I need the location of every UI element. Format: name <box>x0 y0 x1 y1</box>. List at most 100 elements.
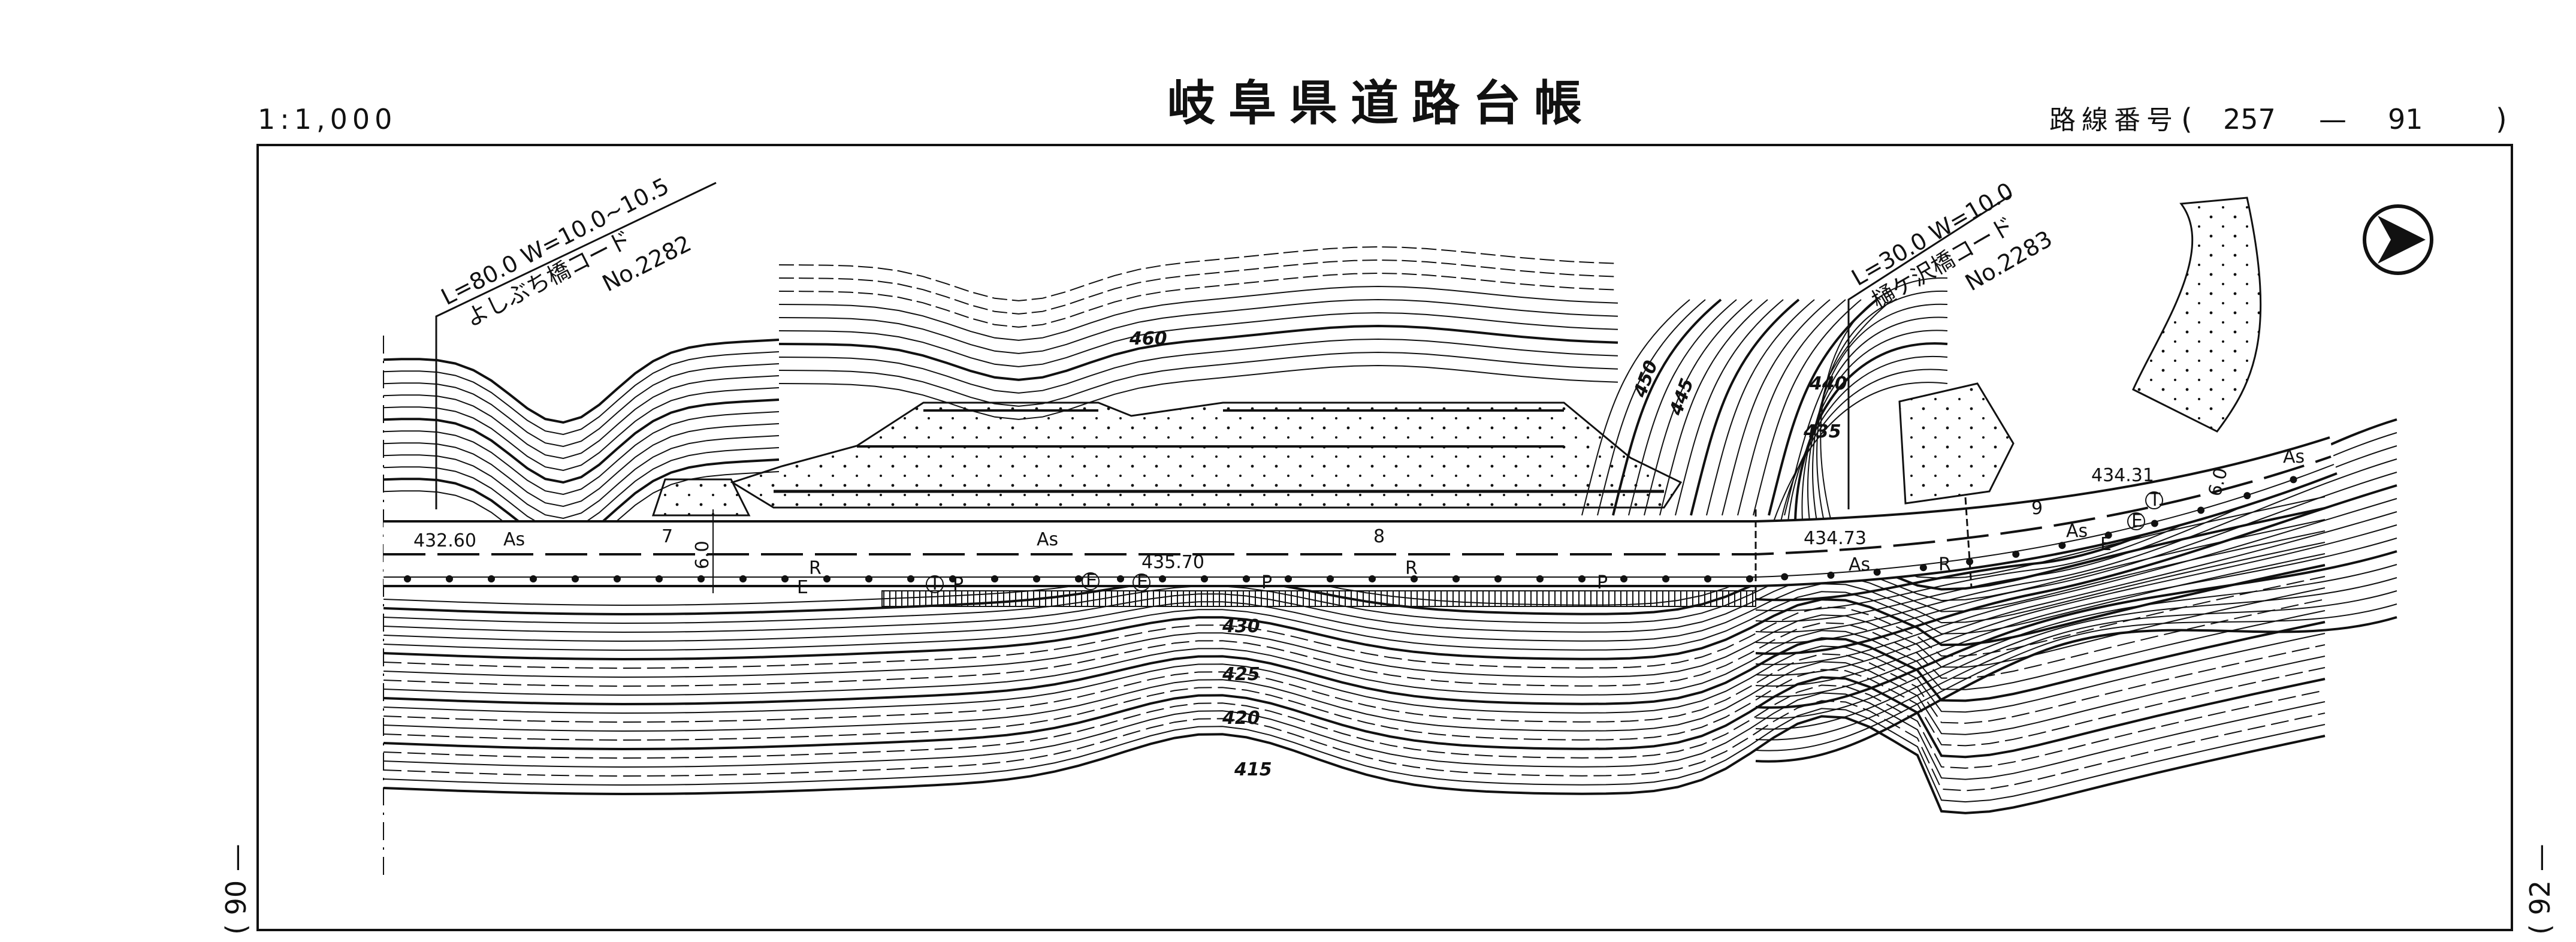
contour-line <box>383 667 2326 747</box>
roadside-marker <box>1369 575 1376 582</box>
roadside-marker <box>1243 575 1250 582</box>
contour-line <box>778 351 1618 407</box>
map-frame <box>256 144 2513 931</box>
roadside-marker <box>656 575 663 582</box>
pole-mark: P <box>953 574 964 595</box>
contour-line <box>1690 298 1800 516</box>
roadside-marker <box>781 575 789 582</box>
retaining-wall-mark: R <box>1938 554 1951 575</box>
contour-line <box>383 684 2326 769</box>
roadside-marker <box>1411 575 1418 582</box>
retaining-wall-mark: R <box>809 558 822 579</box>
adjacent-sheet-right: ( 92 — <box>2524 844 2556 935</box>
roadside-marker <box>1578 575 1586 582</box>
roadside-marker <box>614 575 621 582</box>
svg-text:E: E <box>1137 572 1148 593</box>
roadside-marker <box>1117 575 1124 582</box>
contour-line <box>1755 472 2397 644</box>
route-dash: — <box>2319 103 2347 135</box>
route-close-paren: ) <box>2496 102 2507 136</box>
surface-label: As <box>2066 521 2088 542</box>
contour-line <box>383 633 2326 714</box>
contour-line <box>383 398 780 484</box>
contour-line <box>1753 299 1862 516</box>
road-labels: 432.60 As 7 6.0 R E As 435.70 8 R P P P … <box>413 446 2305 598</box>
surface-label: As <box>2283 446 2305 467</box>
roadside-marker <box>2151 520 2158 527</box>
route-open-paren: ( <box>2181 102 2193 136</box>
route-number: 257 <box>2223 103 2276 135</box>
contour-label-425: 425 <box>1222 664 1260 685</box>
roadside-marker <box>1159 575 1166 582</box>
roadside-marker <box>1327 575 1334 582</box>
contour-lines <box>383 246 2397 814</box>
contour-line <box>1780 369 1948 522</box>
roadside-marker <box>739 575 747 582</box>
route-label: 路線番号 <box>2049 105 2179 135</box>
sheet-number: 91 <box>2388 103 2423 135</box>
contour-line <box>1755 616 2397 763</box>
circled-t-mark: T <box>2145 490 2163 511</box>
contour-line <box>1755 538 2397 698</box>
roadside-marker <box>1662 575 1669 582</box>
roadside-marker <box>2104 532 2112 539</box>
contour-line <box>383 564 2326 661</box>
surface-label: As <box>1037 529 1058 550</box>
contour-line <box>1773 382 1948 522</box>
electric-pole-mark: E <box>2100 534 2112 555</box>
roadside-marker <box>446 575 453 582</box>
elevation-label: 432.60 <box>413 530 476 551</box>
contour-line <box>778 324 1618 381</box>
scale-label: 1:1,000 <box>258 103 397 135</box>
contour-line <box>1794 342 1948 522</box>
culvert-wall <box>651 478 751 517</box>
contour-line <box>1755 603 2397 751</box>
contour-line <box>778 246 1618 301</box>
contour-line <box>383 530 2326 633</box>
page-title: 岐阜県道路台帳 <box>1167 76 1595 131</box>
roadside-marker <box>1033 575 1040 582</box>
surface-label: As <box>1849 554 1870 575</box>
contour-line <box>1755 590 2397 741</box>
roadside-marker <box>697 575 705 582</box>
roadside-marker <box>1452 575 1460 582</box>
contour-line <box>383 715 2326 814</box>
embankment-areas <box>651 197 2262 607</box>
roadside-marker <box>1075 575 1082 582</box>
contour-line <box>778 338 1618 394</box>
roadside-marker <box>1827 571 1835 579</box>
contour-line <box>1812 303 1948 522</box>
contour-line <box>778 298 1618 354</box>
roadside-marker <box>1919 564 1927 572</box>
contour-line <box>383 423 780 508</box>
north-arrow-icon <box>2363 204 2433 275</box>
contour-line <box>383 387 780 472</box>
roadside-marker <box>1536 575 1544 582</box>
roadside-marker <box>1873 568 1881 576</box>
contour-line <box>1755 458 2397 633</box>
circled-e-mark: E <box>1082 570 1100 591</box>
roadside-markers <box>404 476 2297 582</box>
adjacent-sheet-left: ( 90 — <box>220 844 252 935</box>
elevation-label: 434.31 <box>2091 465 2154 486</box>
contour-line <box>1706 299 1815 516</box>
roadside-marker <box>1704 575 1711 582</box>
contour-line <box>383 700 2326 792</box>
contour-line <box>1755 524 2397 687</box>
roadside-marker <box>1746 575 1753 582</box>
contour-line <box>383 363 780 448</box>
contour-line <box>383 692 2326 780</box>
contour-line <box>778 285 1618 341</box>
contour-line <box>1755 564 2397 719</box>
roadside-marker <box>2290 476 2297 484</box>
contour-line <box>383 708 2326 803</box>
roadside-marker <box>865 575 872 582</box>
contour-line <box>1807 316 1948 522</box>
contour-line <box>383 576 2326 669</box>
contour-line <box>1820 277 1948 522</box>
contour-line <box>383 375 780 460</box>
bridge-annotation-yoshibuchi: L=80.0 W=10.0~10.5 よしぶち橋コード No.2282 <box>435 173 717 509</box>
contour-line <box>1816 290 1948 522</box>
svg-text:T: T <box>2149 490 2161 511</box>
contour-line <box>778 364 1618 420</box>
